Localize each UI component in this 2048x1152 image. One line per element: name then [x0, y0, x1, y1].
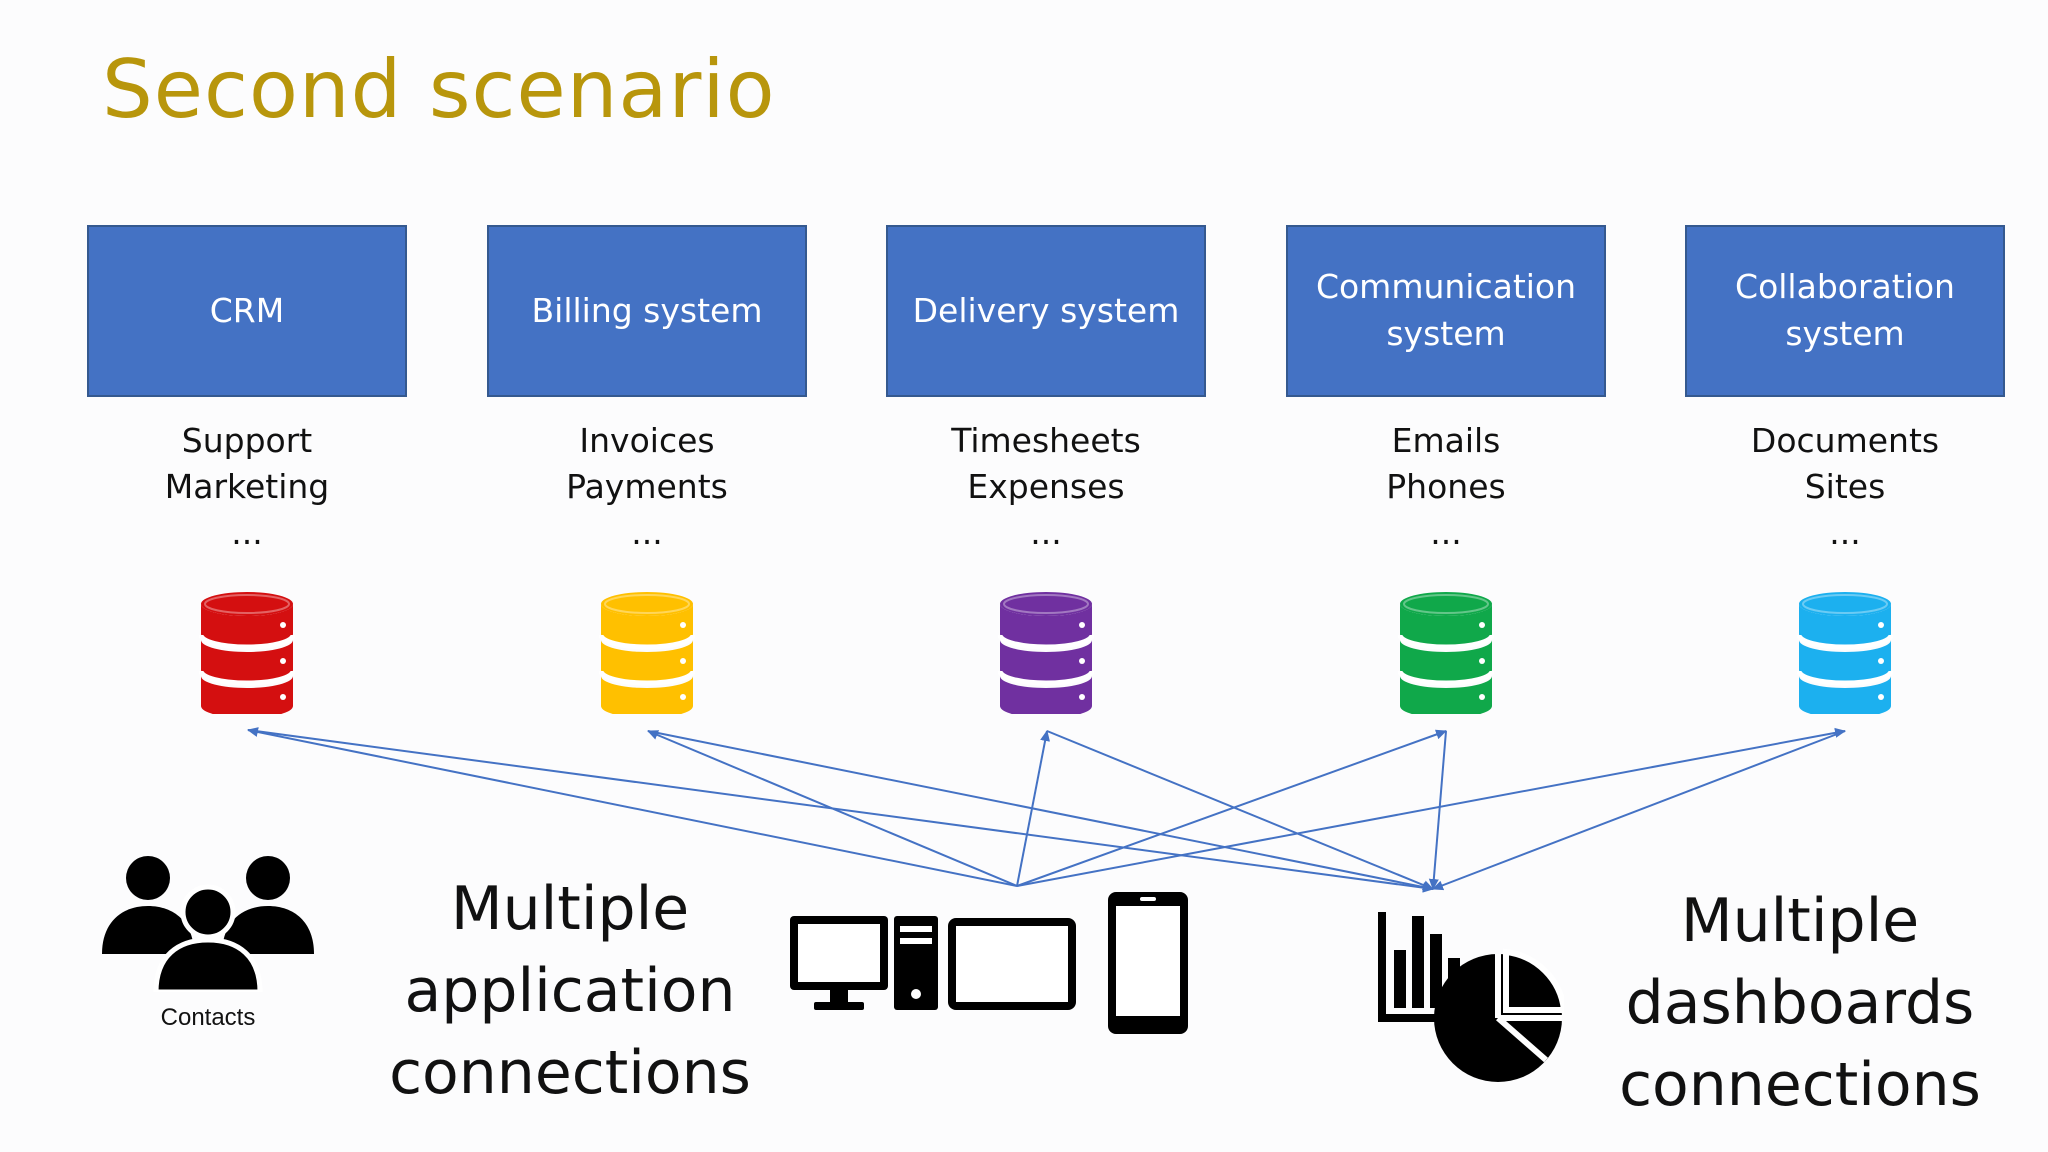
system-item: ... [631, 513, 663, 552]
system-item: Emails [1391, 421, 1501, 460]
app-to-collaboration-arrow [1016, 727, 1846, 887]
system-box-delivery: Delivery system [886, 225, 1206, 397]
contacts-label: Contacts [160, 1004, 256, 1031]
database-icon [199, 592, 295, 714]
app-to-communication-arrow [1016, 729, 1447, 887]
system-box-communication: Communication system [1286, 225, 1606, 397]
dashboards-label-line: dashboards [1625, 968, 1975, 1038]
crm-items: Support Marketing ... [87, 418, 407, 556]
system-item: Invoices [579, 421, 715, 460]
collaboration-items: Documents Sites ... [1685, 418, 2005, 556]
system-box-billing: Billing system [487, 225, 807, 397]
devices-icon [790, 892, 1188, 1034]
people-group-icon [102, 856, 314, 992]
bar-pie-chart-icon [1378, 912, 1564, 1082]
applications-label: Multiple application connections [385, 868, 755, 1114]
app-to-billing-arrow [647, 730, 1018, 887]
applications-label-line: application [404, 956, 736, 1026]
collaboration-to-dash-arrow [1432, 730, 1846, 891]
system-item: Expenses [967, 467, 1125, 506]
delivery-items: Timesheets Expenses ... [886, 418, 1206, 556]
dashboards-label-line: Multiple [1680, 886, 1920, 956]
system-item: Payments [566, 467, 728, 506]
applications-label-line: Multiple [450, 874, 690, 944]
system-item: ... [231, 513, 263, 552]
billing-items: Invoices Payments ... [487, 418, 807, 556]
system-box-collaboration: Collaboration system [1685, 225, 2005, 397]
system-item: Phones [1386, 467, 1506, 506]
database-icon [1398, 592, 1494, 714]
app-to-crm-arrow [247, 727, 1018, 887]
system-box-crm: CRM [87, 225, 407, 397]
communication-to-dash-arrow [1428, 730, 1447, 890]
billing-to-dash-arrow [647, 730, 1434, 892]
crm-to-dash-arrow [247, 729, 1434, 893]
database-icon [1797, 592, 1893, 714]
applications-label-line: connections [389, 1038, 751, 1108]
system-item: Marketing [164, 467, 330, 506]
system-item: ... [1030, 513, 1062, 552]
database-icon [998, 592, 1094, 714]
communication-items: Emails Phones ... [1286, 418, 1606, 556]
system-item: Support [181, 421, 313, 460]
system-item: Sites [1804, 467, 1886, 506]
slide-title: Second scenario [102, 43, 776, 136]
delivery-to-dash-arrow [1046, 730, 1434, 890]
system-item: Timesheets [951, 421, 1141, 460]
dashboards-label-line: connections [1619, 1050, 1981, 1120]
system-item: Documents [1750, 421, 1940, 460]
system-item: ... [1829, 513, 1861, 552]
system-item: ... [1430, 513, 1462, 552]
database-icon [599, 592, 695, 714]
app-to-delivery-arrow [1016, 730, 1051, 887]
dashboards-label: Multiple dashboards connections [1600, 880, 2000, 1126]
